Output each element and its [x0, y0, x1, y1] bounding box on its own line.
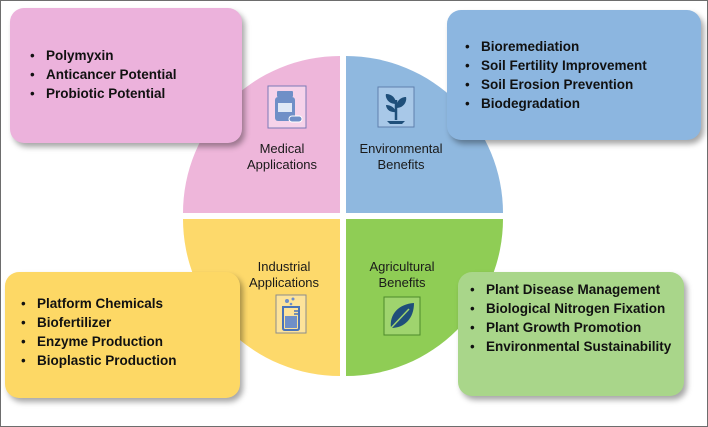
- pill-bottle-icon: [267, 85, 307, 129]
- medical-label-line2: Applications: [246, 157, 318, 172]
- list-item: Biodegradation: [465, 94, 701, 113]
- seedling-icon: [377, 86, 415, 128]
- list-item: Bioremediation: [465, 37, 701, 56]
- list-item: Enzyme Production: [21, 332, 240, 351]
- industrial-label-line2: Applications: [248, 275, 320, 290]
- list-item: Soil Fertility Improvement: [465, 56, 701, 75]
- list-item: Anticancer Potential: [30, 65, 242, 84]
- environmental-label: Environmental Benefits: [348, 141, 454, 173]
- medical-box: Polymyxin Anticancer Potential Probiotic…: [10, 8, 242, 143]
- environmental-list: Bioremediation Soil Fertility Improvemen…: [465, 37, 701, 113]
- industrial-quadrant: [183, 219, 340, 376]
- agricultural-box: Plant Disease Management Biological Nitr…: [458, 272, 684, 396]
- agricultural-quadrant: [346, 219, 503, 376]
- list-item: Probiotic Potential: [30, 84, 242, 103]
- environmental-box: Bioremediation Soil Fertility Improvemen…: [447, 10, 701, 140]
- environmental-label-line1: Environmental: [359, 141, 443, 156]
- industrial-list: Platform Chemicals Biofertilizer Enzyme …: [21, 294, 240, 370]
- list-item: Biological Nitrogen Fixation: [470, 299, 680, 318]
- list-item: Platform Chemicals: [21, 294, 240, 313]
- agricultural-label-line2: Benefits: [378, 275, 426, 290]
- environmental-label-line2: Benefits: [377, 157, 425, 172]
- beaker-icon: [275, 294, 307, 334]
- industrial-label-line1: Industrial: [257, 259, 311, 274]
- list-item: Biofertilizer: [21, 313, 240, 332]
- medical-label-line1: Medical: [259, 141, 305, 156]
- list-item: Plant Disease Management: [470, 280, 680, 299]
- agricultural-label: Agricultural Benefits: [352, 259, 452, 291]
- industrial-box: Platform Chemicals Biofertilizer Enzyme …: [5, 272, 240, 398]
- medical-list: Polymyxin Anticancer Potential Probiotic…: [30, 46, 242, 103]
- list-item: Plant Growth Promotion: [470, 318, 680, 337]
- list-item: Soil Erosion Prevention: [465, 75, 701, 94]
- agricultural-label-line1: Agricultural: [369, 259, 435, 274]
- list-item: Environmental Sustainability: [470, 337, 680, 356]
- list-item: Bioplastic Production: [21, 351, 240, 370]
- list-item: Polymyxin: [30, 46, 242, 65]
- leaf-icon: [383, 296, 421, 336]
- agricultural-list: Plant Disease Management Biological Nitr…: [470, 280, 680, 356]
- industrial-label: Industrial Applications: [234, 259, 334, 291]
- medical-label: Medical Applications: [232, 141, 332, 173]
